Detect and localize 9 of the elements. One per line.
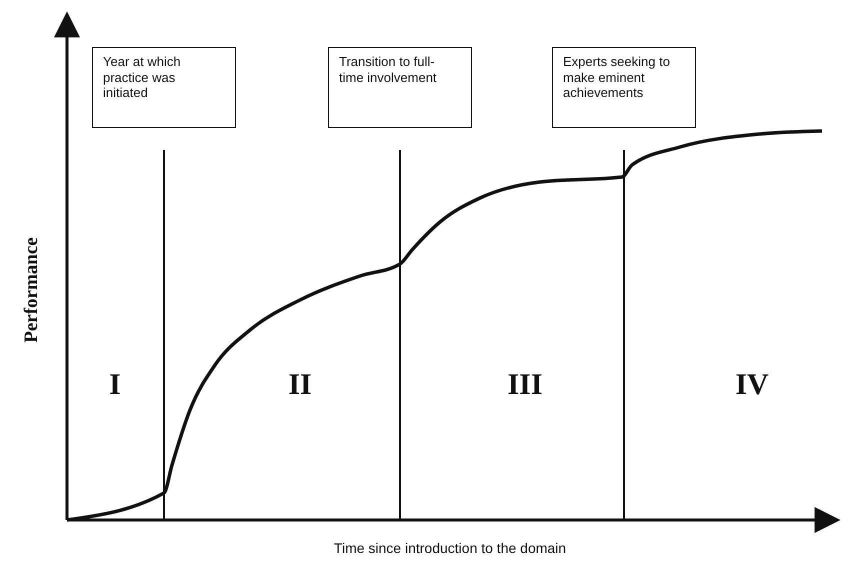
axis-title: Performance <box>21 237 43 343</box>
annotation-box: Experts seeking to make eminent achievements <box>552 47 696 128</box>
annotation-box: Transition to full-time involvement <box>328 47 472 128</box>
annotation-box: Year at which practice was initiated <box>92 47 236 128</box>
stage-label: I <box>109 368 121 402</box>
stage-label: III <box>507 368 543 402</box>
stage-label: IV <box>735 368 769 402</box>
stage-label: II <box>288 368 312 402</box>
axis-title: Time since introduction to the domain <box>334 540 566 556</box>
